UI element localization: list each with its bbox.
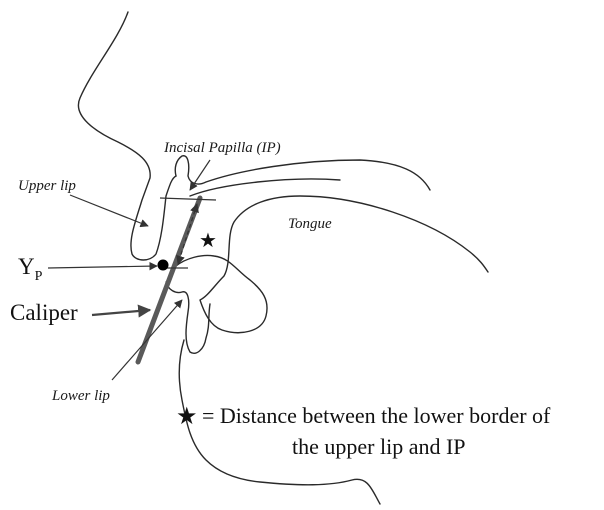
upper-lip-label: Upper lip	[18, 178, 76, 194]
incisal-papilla-arrow	[190, 160, 210, 190]
upper-tick	[160, 198, 216, 200]
face-profile-outline	[78, 12, 176, 260]
caliper-arrow	[92, 310, 150, 315]
caliper-label: Caliper	[10, 300, 78, 325]
lower-lip-label: Lower lip	[51, 388, 110, 404]
star-icon: ★	[199, 228, 217, 252]
caliper-bar	[138, 198, 200, 362]
legend-line-1: = Distance between the lower border of	[202, 403, 551, 428]
yp-arrow	[48, 266, 157, 268]
upper-lip-arrow	[70, 195, 148, 226]
yp-label: YP	[18, 254, 43, 284]
lower-lip-chin-outline	[166, 282, 380, 504]
incisal-papilla-label: Incisal Papilla (IP)	[163, 140, 281, 156]
tongue-label: Tongue	[288, 216, 332, 232]
tongue-outline	[176, 196, 488, 333]
legend-star-icon: ★	[176, 402, 198, 430]
yp-point	[158, 260, 169, 271]
legend-line-2: the upper lip and IP	[292, 434, 466, 459]
palate-outline	[175, 156, 430, 190]
palate-inner-outline	[190, 179, 340, 196]
